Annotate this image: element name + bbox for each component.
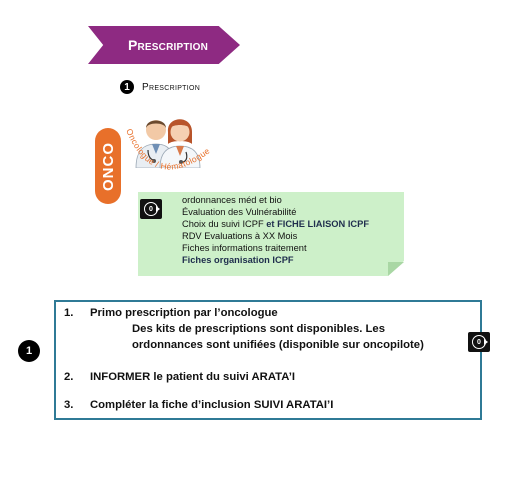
step-sub-line: ordonnances sont unifiées (disponible su… bbox=[132, 339, 424, 351]
doctors-icon bbox=[135, 119, 201, 168]
role-curved-label: Oncologue / Hématologue bbox=[124, 127, 212, 171]
step-label: Prescription bbox=[142, 81, 201, 93]
note-line: Choix du suivi ICPF et FICHE LIAISON ICP… bbox=[182, 219, 370, 229]
zero-badge-icon: 0 bbox=[140, 199, 162, 219]
note-line: RDV Evaluations à XX Mois bbox=[182, 231, 298, 241]
onco-pill: ONCO bbox=[95, 128, 121, 204]
note-line: Évaluation des Vulnérabilité bbox=[182, 207, 297, 217]
step-item: 2.INFORMER le patient du suivi ARATA’I bbox=[64, 371, 296, 383]
note-badge-text: 0 bbox=[149, 205, 153, 213]
note-lines: ordonnances méd et bio Évaluation des Vu… bbox=[182, 194, 369, 266]
note-line: Fiches organisation ICPF bbox=[182, 255, 294, 265]
side-step-number: 1 bbox=[18, 340, 40, 362]
role-label: Oncologue / Hématologue bbox=[124, 127, 211, 171]
step-sub-line: Des kits de prescriptions sont disponibl… bbox=[132, 323, 385, 335]
step-item: 3.Compléter la fiche d’inclusion SUIVI A… bbox=[64, 399, 334, 411]
zero-badge-icon: 0 bbox=[468, 332, 490, 352]
steps-box: 1.Primo prescription par l’oncologue Des… bbox=[54, 300, 482, 420]
step-number: 1 bbox=[120, 80, 134, 94]
box-badge-text: 0 bbox=[477, 338, 481, 346]
step-item: 1.Primo prescription par l’oncologue bbox=[64, 307, 278, 319]
step-heading: 1 Prescription bbox=[120, 80, 200, 94]
svg-text:Oncologue / Hématologue: Oncologue / Hématologue bbox=[124, 127, 212, 171]
note-fold bbox=[388, 262, 404, 276]
prescription-note bbox=[138, 192, 404, 276]
banner-label: Prescription bbox=[127, 37, 209, 53]
note-line: Fiches informations traitement bbox=[182, 243, 307, 253]
note-line: ordonnances méd et bio bbox=[182, 195, 282, 205]
prescription-banner: Prescription bbox=[88, 26, 240, 64]
